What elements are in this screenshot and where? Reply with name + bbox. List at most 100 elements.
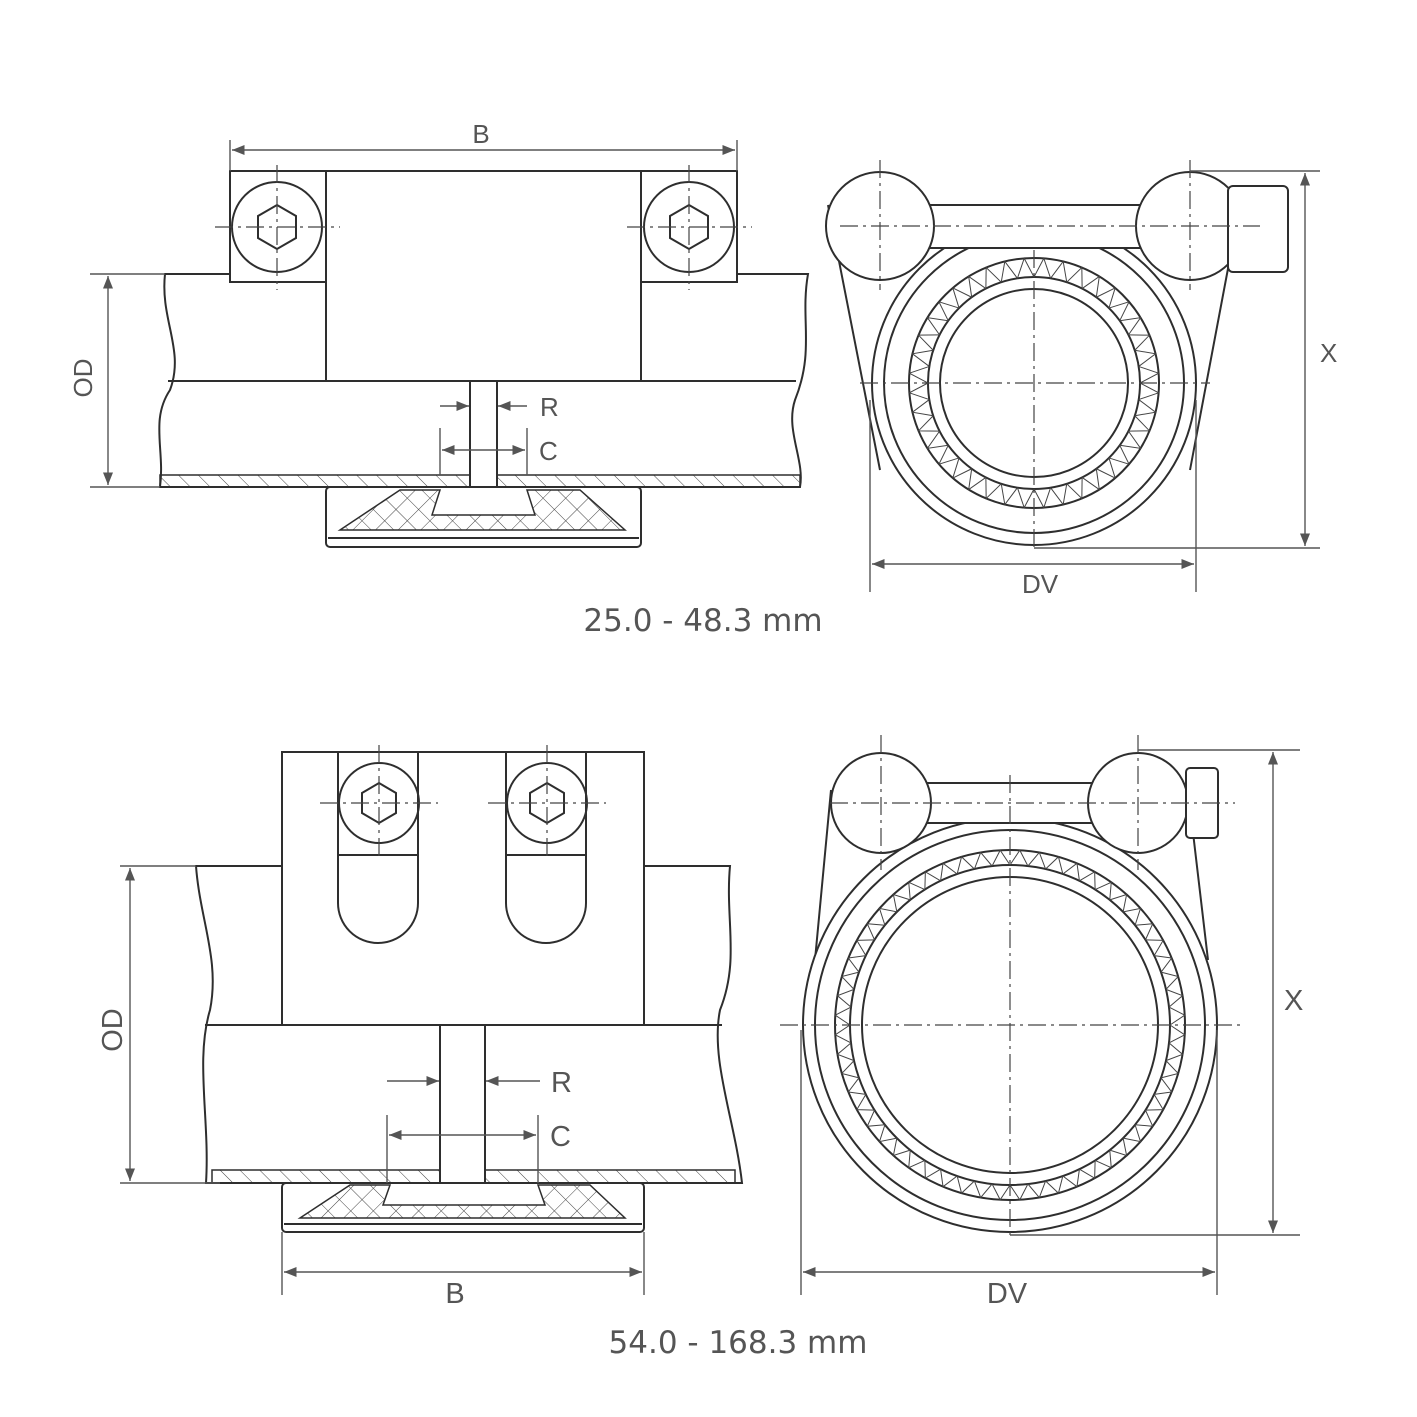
- gripping-tooth: [973, 851, 993, 870]
- gripping-tooth: [1123, 907, 1142, 926]
- gripping-tooth: [908, 365, 930, 384]
- bolt-slot-right: [505, 752, 587, 944]
- gripping-tooth: [836, 988, 855, 1008]
- gripping-tooth: [985, 266, 1002, 289]
- gripping-tooth: [1045, 1175, 1064, 1195]
- gripping-tooth: [926, 430, 949, 449]
- gripping-teeth: [834, 257, 1186, 1201]
- gripping-tooth: [834, 1024, 852, 1044]
- dim-label-od: OD: [68, 359, 98, 398]
- gripping-tooth: [1033, 257, 1052, 279]
- dim-label-r: R: [551, 1067, 572, 1099]
- gripping-tooth: [1109, 1138, 1128, 1157]
- gripping-tooth: [1128, 415, 1151, 432]
- gripping-tooth: [866, 1109, 885, 1127]
- gripping-tooth: [1134, 399, 1157, 417]
- dim-label-dv: DV: [987, 1278, 1028, 1310]
- bottom-side-view: B OD R C: [97, 745, 744, 1310]
- dim-label-x: X: [1320, 338, 1337, 368]
- bottom-end-view: X DV: [780, 735, 1303, 1310]
- gripping-tooth: [1108, 300, 1131, 321]
- gripping-tooth: [1168, 1024, 1186, 1044]
- dim-label-dv: DV: [1022, 569, 1059, 599]
- gripping-tooth: [855, 939, 875, 956]
- gripping-tooth: [1094, 1150, 1112, 1169]
- gripping-tooth: [908, 881, 926, 900]
- gripping-tooth: [1050, 260, 1068, 283]
- gripping-tooth: [911, 349, 934, 367]
- gripping-tooth: [1000, 483, 1018, 506]
- gripping-tooth: [1094, 881, 1112, 900]
- gripping-tooth: [1079, 1160, 1096, 1180]
- gripping-tooth: [1016, 487, 1035, 509]
- gripping-tooth: [1165, 988, 1184, 1008]
- gripping-tooth: [917, 334, 940, 351]
- gripping-tooth: [985, 477, 1002, 500]
- top-end-view: X DV: [825, 160, 1337, 599]
- gripping-tooth: [878, 1124, 897, 1143]
- gripping-tooth: [1108, 445, 1131, 466]
- gripping-tooth: [866, 923, 885, 941]
- gripping-tooth: [1062, 1169, 1080, 1188]
- gripping-tooth: [1050, 483, 1068, 506]
- gripping-tooth: [917, 415, 940, 432]
- gripping-tooth: [991, 849, 1011, 867]
- gasket: [337, 489, 627, 531]
- gripping-tooth: [1016, 257, 1035, 279]
- gripping-tooth: [1045, 855, 1064, 875]
- gripping-tooth: [1154, 1077, 1173, 1095]
- gripping-tooth: [1009, 849, 1029, 867]
- gripping-tooth: [1138, 365, 1160, 384]
- gripping-tooth: [1160, 1060, 1180, 1079]
- gripping-tooth: [1154, 955, 1173, 973]
- gripping-tooth: [1138, 382, 1160, 401]
- gripping-tooth: [1027, 851, 1047, 870]
- gripping-tooth: [847, 955, 866, 973]
- gripping-tooth: [836, 1042, 855, 1062]
- gripping-tooth: [951, 457, 972, 480]
- dim-label-b: B: [445, 1278, 464, 1310]
- gripping-tooth: [1081, 275, 1100, 298]
- gripping-tooth: [1165, 1042, 1184, 1062]
- gripping-tooth: [908, 382, 930, 401]
- gripping-tooth: [1000, 260, 1018, 283]
- size-range-caption-top: 25.0 - 48.3 mm: [583, 603, 822, 639]
- gripping-tooth: [1062, 862, 1080, 881]
- pipe-wall-right: [496, 474, 801, 488]
- gripping-tooth: [937, 445, 960, 466]
- dim-label-r: R: [540, 392, 559, 422]
- gripping-tooth: [1066, 477, 1083, 500]
- gripping-tooth: [840, 1060, 860, 1079]
- gripping-tooth: [878, 907, 897, 926]
- pipe-wall-left: [159, 474, 471, 488]
- gripping-tooth: [1123, 1124, 1142, 1143]
- gripping-tooth: [940, 862, 958, 881]
- gripping-tooth: [834, 1006, 852, 1026]
- dim-label-c: C: [550, 1121, 571, 1153]
- bolt-slot-left: [337, 752, 419, 944]
- gripping-tooth: [937, 300, 960, 321]
- gripping-tooth: [1109, 893, 1128, 912]
- gripping-tooth: [892, 1138, 911, 1157]
- gripping-tooth: [840, 971, 860, 990]
- gripping-tooth: [1009, 1183, 1029, 1201]
- gripping-tooth: [1096, 286, 1117, 309]
- gripping-tooth: [1135, 1109, 1154, 1127]
- dim-label-b: B: [472, 119, 489, 149]
- gripping-tooth: [1079, 870, 1096, 890]
- gripping-tooth: [1027, 1180, 1047, 1199]
- gripping-tooth: [973, 1180, 993, 1199]
- gripping-tooth: [1066, 266, 1083, 289]
- gripping-tooth: [908, 1150, 926, 1169]
- gripping-tooth: [1168, 1006, 1186, 1026]
- gripping-tooth: [924, 870, 941, 890]
- dim-label-od: OD: [97, 1008, 129, 1052]
- gripping-tooth: [1128, 334, 1151, 351]
- gripping-tooth: [968, 275, 987, 298]
- top-side-view: B OD R C: [68, 119, 810, 548]
- gripping-tooth: [1119, 317, 1142, 336]
- gripping-tooth: [847, 1077, 866, 1095]
- gripping-tooth: [968, 468, 987, 491]
- gripping-tooth: [1096, 457, 1117, 480]
